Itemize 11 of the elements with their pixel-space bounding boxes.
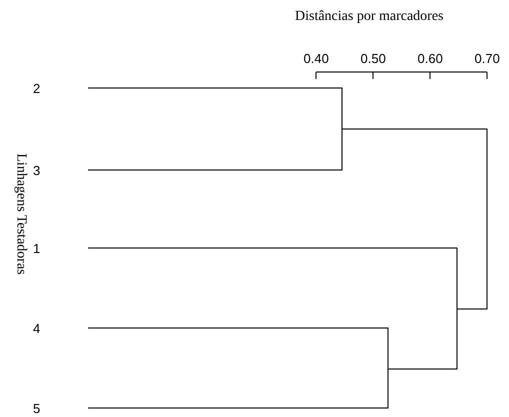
chart-title: Distâncias por marcadores: [295, 10, 444, 24]
tick-label: 0.40: [304, 52, 329, 64]
leaf-label: 1: [33, 242, 40, 254]
leaf-label: 3: [33, 164, 40, 176]
tick-label: 0.50: [360, 52, 386, 64]
leaf-label: 4: [33, 322, 40, 334]
tick-label: 0.70: [474, 52, 500, 64]
y-axis-title: Linhagens Testadoras: [13, 153, 28, 275]
leaf-label: 2: [33, 82, 40, 94]
tick-label: 0.60: [418, 52, 443, 64]
leaf-label: 5: [33, 402, 40, 414]
